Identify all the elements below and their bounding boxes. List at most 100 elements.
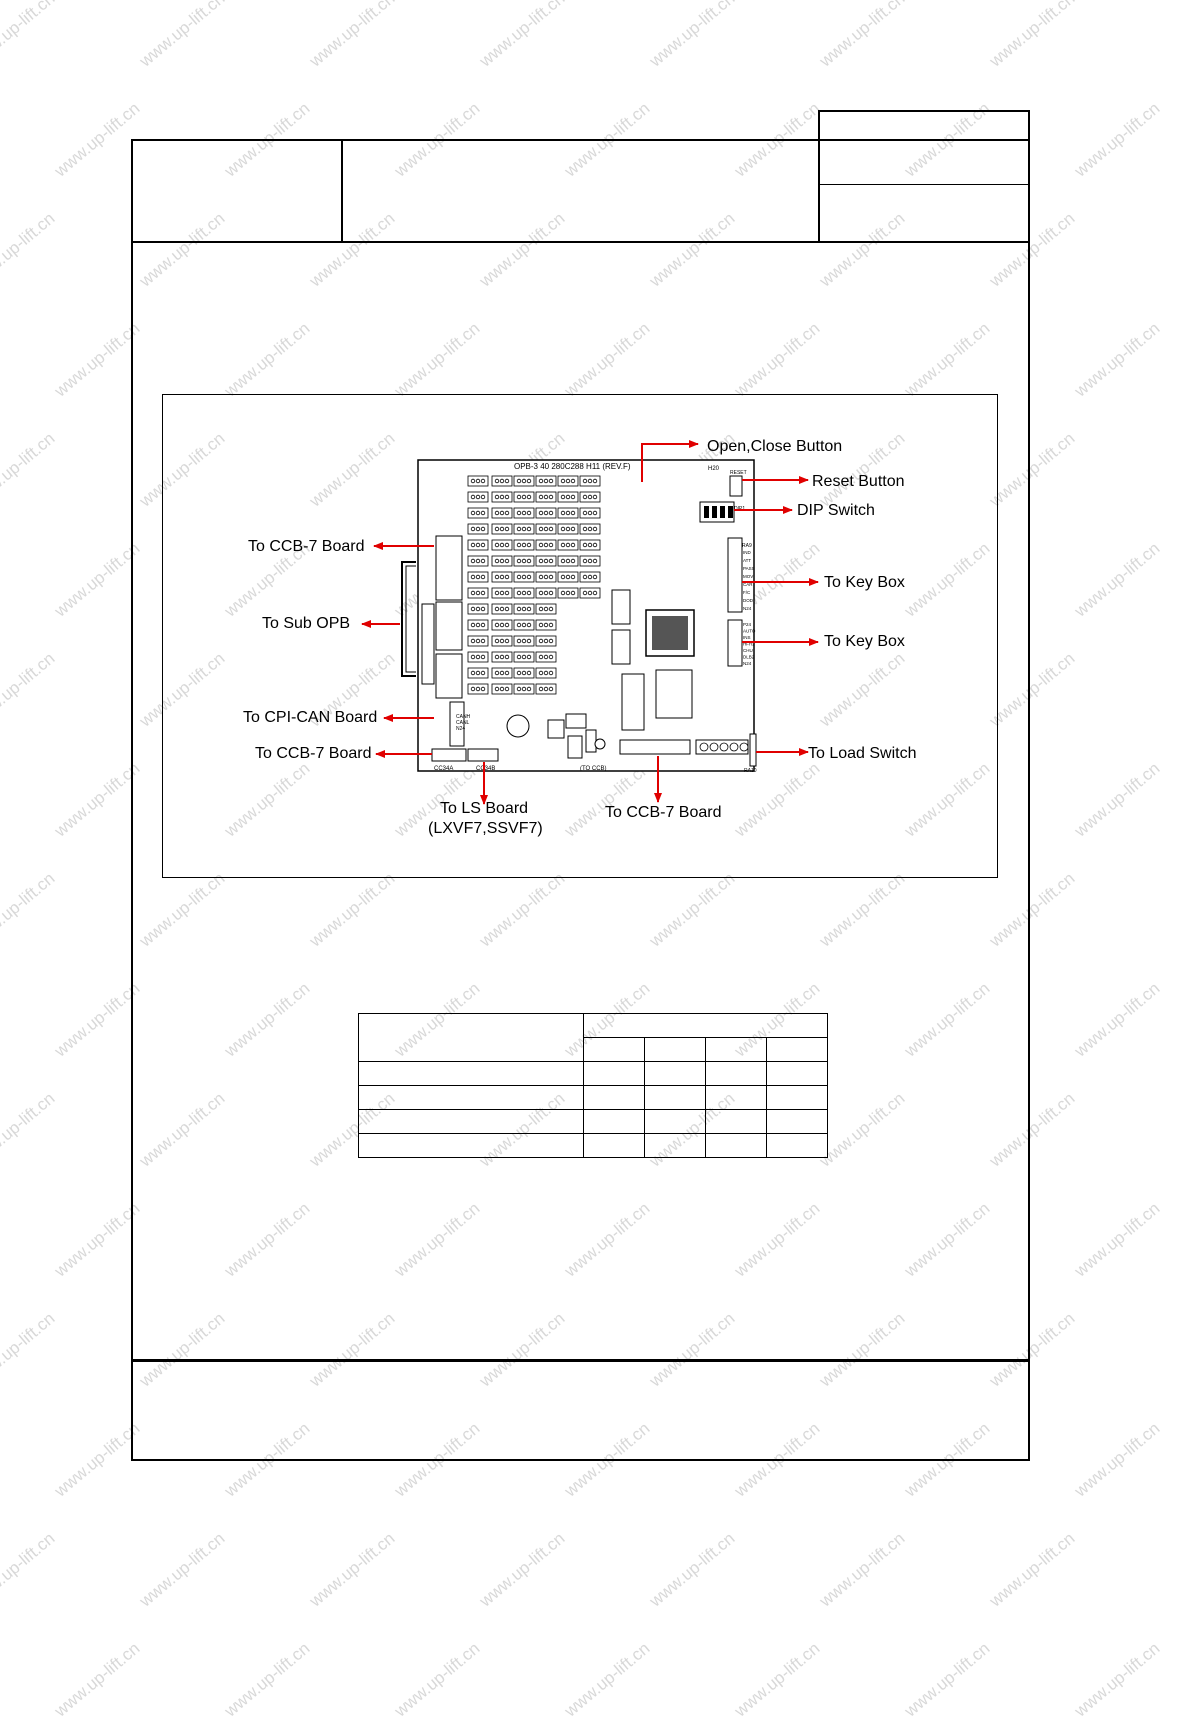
connector-pin (504, 590, 510, 596)
connector-module (535, 475, 557, 487)
connector-module (491, 651, 513, 663)
connector-pin (538, 542, 544, 548)
connector-pin (543, 670, 549, 676)
connector-pin (499, 542, 505, 548)
watermark: www.up-lift.cn (305, 0, 399, 71)
connector-pin (543, 542, 549, 548)
connector-pin (504, 558, 510, 564)
connector-pin (521, 494, 527, 500)
connector-pin (470, 574, 476, 580)
connector-module (579, 555, 601, 567)
connector-pin (560, 574, 566, 580)
watermark: www.up-lift.cn (645, 0, 739, 71)
connector-pin (475, 526, 481, 532)
connector-pin (570, 574, 576, 580)
connector-pin (526, 638, 532, 644)
connector-pin (592, 574, 598, 580)
connector-pin (516, 670, 522, 676)
connector-pin (587, 494, 593, 500)
table-row (358, 1109, 828, 1134)
connector-pin (538, 494, 544, 500)
header-row-divider (818, 184, 1030, 185)
connector-pin (499, 558, 505, 564)
watermark: www.up-lift.cn (50, 1638, 144, 1721)
connector-pin (521, 478, 527, 484)
connector-pin (548, 478, 554, 484)
connector-pin (504, 622, 510, 628)
keybox-connector-2 (727, 619, 743, 667)
connector-pin (526, 590, 532, 596)
connector-pin (480, 606, 486, 612)
sub-opb-bracket (401, 561, 416, 677)
connector-pin (548, 686, 554, 692)
connector-pin (565, 494, 571, 500)
connector-pin (494, 654, 500, 660)
watermark: www.up-lift.cn (0, 1088, 59, 1171)
connector-module (491, 683, 513, 695)
connector-pin (494, 526, 500, 532)
connector-pin (480, 574, 486, 580)
connector-pin (526, 622, 532, 628)
connector-module (491, 555, 513, 567)
connector-module (491, 507, 513, 519)
connector-pin (494, 670, 500, 676)
connector-pin (470, 542, 476, 548)
connector-module (491, 539, 513, 551)
watermark: www.up-lift.cn (0, 428, 59, 511)
connector-pin (538, 654, 544, 660)
pin-label: IND (743, 550, 752, 555)
connector-pin (516, 622, 522, 628)
connector-module (535, 619, 557, 631)
connector-module (557, 491, 579, 503)
connector-module (491, 635, 513, 647)
connector-module (579, 523, 601, 535)
connector-module (535, 539, 557, 551)
connector-pin (548, 542, 554, 548)
watermark: www.up-lift.cn (815, 1528, 909, 1611)
label-keybox-1: To Key Box (824, 574, 905, 591)
connector-pin (570, 478, 576, 484)
connector-pin (587, 510, 593, 516)
connector-pin (494, 478, 500, 484)
connector-pin (470, 606, 476, 612)
label-ccb7-bottom: To CCB-7 Board (605, 804, 722, 821)
connector-pin (504, 510, 510, 516)
connector-pin (480, 526, 486, 532)
connector-pin (592, 510, 598, 516)
connector-pin (499, 574, 505, 580)
connector-module (513, 571, 535, 583)
connector-pin (526, 494, 532, 500)
pin-label: F/C (743, 590, 751, 595)
connector-pin (526, 510, 532, 516)
connector-module (535, 491, 557, 503)
header-col-divider-2 (818, 139, 820, 243)
watermark: www.up-lift.cn (1070, 538, 1164, 621)
connector-pin (516, 606, 522, 612)
button-connectors (467, 475, 601, 695)
connector-pin (521, 622, 527, 628)
connector-pin (548, 670, 554, 676)
label-load-switch: To Load Switch (808, 745, 917, 762)
connector-pin (526, 606, 532, 612)
watermark: www.up-lift.cn (1070, 1638, 1164, 1721)
svg-text:CC34A: CC34A (434, 766, 453, 772)
connector-module (513, 523, 535, 535)
connector-pin (526, 686, 532, 692)
connector-module (535, 651, 557, 663)
watermark: www.up-lift.cn (900, 1638, 994, 1721)
pin-label: PASS (743, 566, 755, 571)
connector-module (535, 683, 557, 695)
connector-pin (504, 526, 510, 532)
connector-pin (480, 622, 486, 628)
connector-pin (516, 510, 522, 516)
pin-label: N24 (743, 606, 752, 611)
connector-module (467, 539, 489, 551)
watermark: www.up-lift.cn (985, 1528, 1079, 1611)
watermark: www.up-lift.cn (475, 1528, 569, 1611)
connector-pin (538, 558, 544, 564)
connector-pin (499, 670, 505, 676)
label-ccb7-left: To CCB-7 Board (255, 745, 372, 762)
connector-pin (587, 526, 593, 532)
connector-pin (565, 510, 571, 516)
connector-pin (560, 526, 566, 532)
